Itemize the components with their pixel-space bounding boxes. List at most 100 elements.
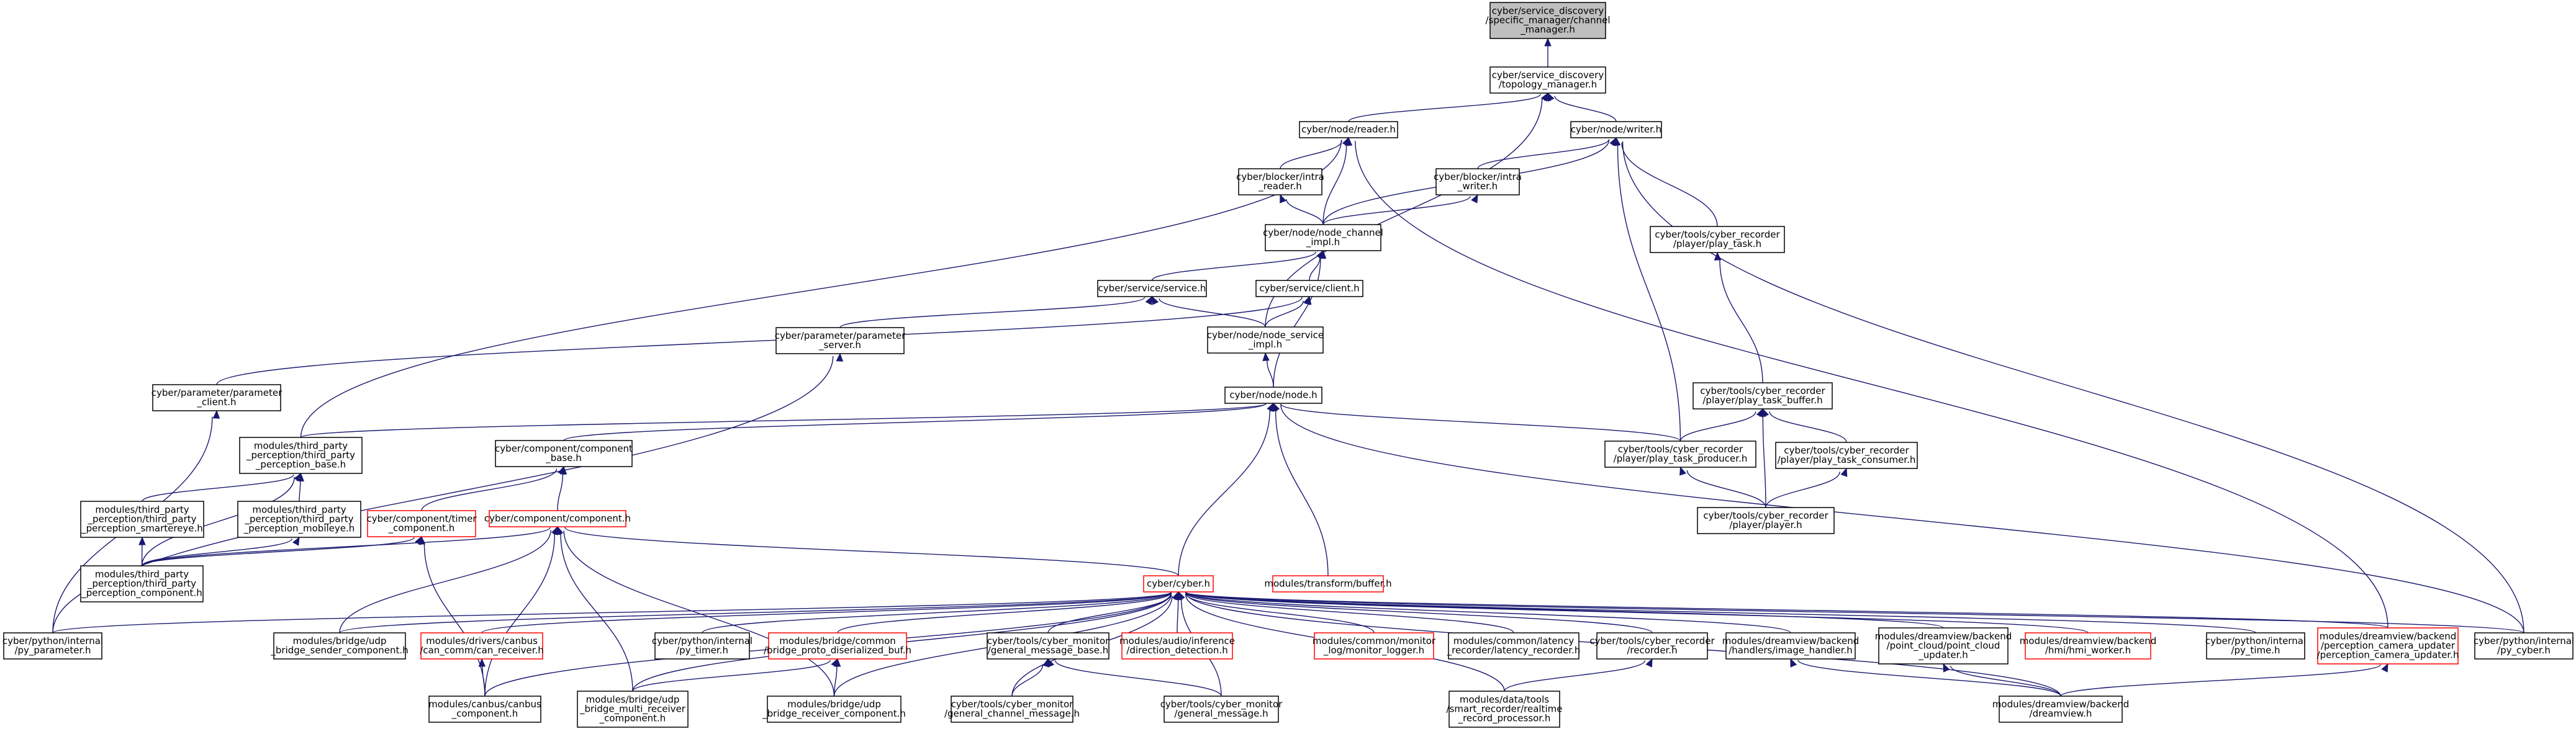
node-component[interactable]: cyber/component/component.h [484, 510, 631, 527]
node-image-handler[interactable]: modules/dreamview/backend/handlers/image… [1722, 632, 1859, 660]
node-udp-sender[interactable]: modules/bridge/udp_bridge_sender_compone… [270, 632, 409, 660]
node-label-line: /perception_camera_updater.h [2317, 650, 2459, 661]
node-label-line: _perception_mobileye.h [243, 523, 355, 535]
node-label-line: _reader.h [1258, 181, 1302, 192]
node-label-line: _component.h [388, 522, 455, 534]
node-gen-msg[interactable]: cyber/tools/cyber_monitor/general_messag… [1160, 696, 1283, 723]
node-play-task-buffer[interactable]: cyber/tools/cyber_recorder/player/play_t… [1692, 382, 1833, 410]
node-transform-buffer[interactable]: modules/transform/buffer.h [1264, 575, 1392, 593]
node-label-line: _server.h [818, 339, 861, 351]
node-label-line: modules/third_party [254, 441, 348, 452]
node-py-time[interactable]: cyber/python/internal/py_time.h [2205, 632, 2306, 660]
edge-tp_component-to-tp_smarter [138, 536, 146, 566]
node-py-timer[interactable]: cyber/python/internal/py_timer.h [652, 632, 752, 660]
node-label-line: cyber/blocker/intra [1434, 171, 1522, 182]
node-intra-reader[interactable]: cyber/blocker/intra_reader.h [1236, 168, 1324, 195]
node-canbus-comp[interactable]: modules/canbus/canbus_component.h [428, 696, 541, 723]
node-label-line: /player/play_task.h [1673, 238, 1761, 250]
node-label-line: /topology_manager.h [1499, 79, 1597, 91]
node-timer-comp[interactable]: cyber/component/timer_component.h [366, 510, 477, 537]
edge-cyber-to-node [1178, 402, 1277, 576]
node-service[interactable]: cyber/service/service.h [1097, 280, 1207, 297]
node-cyber[interactable]: cyber/cyber.h [1143, 575, 1214, 593]
node-param-server[interactable]: cyber/parameter/parameter_server.h [775, 327, 906, 354]
node-label-line: cyber/python/internal [2474, 635, 2574, 647]
node-proto-buf[interactable]: modules/bridge/common/bridge_proto_diser… [764, 632, 911, 660]
edge-py_cyber-to-node [1270, 402, 2524, 633]
node-node-channel[interactable]: cyber/node/node_channel_impl.h [1263, 224, 1383, 251]
node-topo[interactable]: cyber/service_discovery/topology_manager… [1489, 66, 1606, 94]
node-recorder[interactable]: cyber/tools/cyber_recorder/recorder.h [1589, 632, 1715, 660]
edge-component-to-comp_base [557, 465, 567, 511]
node-label-line: cyber/tools/cyber_recorder [1703, 510, 1828, 522]
node-label-line: /recorder.h [1627, 645, 1677, 656]
node-label-line: _updater.h [1918, 650, 1968, 661]
node-pc-updater[interactable]: modules/dreamview/backend/point_cloud/po… [1875, 627, 2012, 665]
node-label-line: _client.h [197, 396, 237, 408]
node-root: cyber/service_discovery/specific_manager… [1485, 2, 1611, 39]
edge-play_task_producer-to-play_task_buffer [1679, 408, 1763, 442]
node-perc-cam[interactable]: modules/dreamview/backend/perception_cam… [2317, 627, 2459, 665]
node-node-service[interactable]: cyber/node/node_service_impl.h [1207, 326, 1324, 354]
node-py-cyber[interactable]: cyber/python/internal/py_cyber.h [2474, 632, 2574, 660]
node-play-task-producer[interactable]: cyber/tools/cyber_recorder/player/play_t… [1604, 441, 1756, 468]
node-dreamview[interactable]: modules/dreamview/backend/dreamview.h [1992, 696, 2129, 723]
node-py-parameter[interactable]: cyber/python/internal/py_parameter.h [2, 632, 103, 660]
edge-transform_buffer-to-node [1270, 402, 1329, 576]
edge-node_channel-to-intra_reader [1280, 194, 1324, 225]
node-writer[interactable]: cyber/node/writer.h [1570, 121, 1662, 138]
edge-reader-to-topo [1348, 92, 1548, 122]
dependency-edges [52, 37, 2524, 697]
node-hmi-worker[interactable]: modules/dreamview/backend/hmi/hmi_worker… [2020, 632, 2156, 660]
edge-udp_receiver-to-proto_buf [833, 658, 841, 697]
node-gen-channel-msg[interactable]: cyber/tools/cyber_monitor/general_channe… [944, 696, 1080, 723]
edge-param_client-to-client [216, 295, 1312, 385]
node-client[interactable]: cyber/service/client.h [1255, 280, 1363, 297]
node-can-receiver[interactable]: modules/drivers/canbus/can_comm/can_rece… [420, 632, 544, 660]
node-udp-multi[interactable]: modules/bridge/udp_bridge_multi_receiver… [577, 691, 689, 728]
node-tp-smarter[interactable]: modules/third_party_perception/third_par… [80, 501, 204, 538]
node-tp-component[interactable]: modules/third_party_perception/third_par… [80, 565, 204, 602]
node-param-client[interactable]: cyber/parameter/parameter_client.h [151, 384, 282, 411]
node-node[interactable]: cyber/node/node.h [1224, 387, 1322, 404]
node-tp-mobileye[interactable]: modules/third_party_perception/third_par… [237, 501, 361, 538]
node-label-line: /py_time.h [2231, 645, 2280, 656]
node-udp-receiver[interactable]: modules/bridge/udp_bridge_receiver_compo… [762, 696, 906, 723]
edge-tp_base-to-node [300, 402, 1274, 438]
node-latency[interactable]: modules/common/latency_recorder/latency_… [1447, 632, 1581, 660]
node-intra-writer[interactable]: cyber/blocker/intra_writer.h [1434, 168, 1522, 195]
node-label-line: cyber/node/node.h [1229, 390, 1317, 401]
node-label-line: cyber/service_discovery [1492, 6, 1604, 17]
edge-can_receiver-to-cyber [481, 591, 1179, 633]
node-realtime-rec[interactable]: modules/data/tools/smart_recorder/realti… [1447, 691, 1563, 728]
node-label-line: cyber/python/internal [2, 635, 103, 647]
node-label-line: /py_parameter.h [14, 645, 91, 656]
node-label-line: _writer.h [1457, 181, 1498, 192]
node-reader[interactable]: cyber/node/reader.h [1299, 121, 1398, 138]
node-label-line: _bridge_receiver_component.h [762, 708, 906, 720]
edge-play_task-to-writer [1613, 137, 1718, 227]
edge-player-to-play_task_producer [1679, 466, 1766, 508]
node-label-line: cyber/tools/cyber_monitor [1160, 699, 1283, 710]
edge-comp_base-to-node [563, 402, 1274, 441]
edge-node_channel-to-intra_writer [1322, 194, 1478, 225]
edge-pc_updater-to-cyber [1178, 591, 1944, 629]
node-play-task[interactable]: cyber/tools/cyber_recorder/player/play_t… [1650, 226, 1785, 253]
node-play-task-consumer[interactable]: cyber/tools/cyber_recorder/player/play_t… [1775, 442, 1918, 469]
node-label-line: /general_channel_message.h [944, 708, 1080, 720]
node-monitor-logger[interactable]: modules/common/monitor_log/monitor_logge… [1313, 632, 1436, 660]
node-label-line: modules/third_party [95, 569, 189, 581]
node-gen-msg-base[interactable]: cyber/tools/cyber_monitor/general_messag… [987, 632, 1109, 660]
edge-param_server-to-service [839, 295, 1153, 328]
node-player[interactable]: cyber/tools/cyber_recorder/player/player… [1697, 507, 1835, 534]
node-label-line: _impl.h [1248, 339, 1282, 351]
node-comp-base[interactable]: cyber/component/component_base.h [495, 440, 633, 467]
node-tp-base[interactable]: modules/third_party_perception/third_par… [239, 437, 363, 474]
edge-tp_component-to-tp_base [141, 472, 304, 566]
edge-play_task_producer-to-writer [1612, 137, 1681, 442]
node-label-line: cyber/service/client.h [1259, 283, 1359, 294]
node-direction[interactable]: modules/audio/inference/direction_detect… [1119, 632, 1235, 660]
edge-service-to-node_channel [1151, 249, 1324, 281]
